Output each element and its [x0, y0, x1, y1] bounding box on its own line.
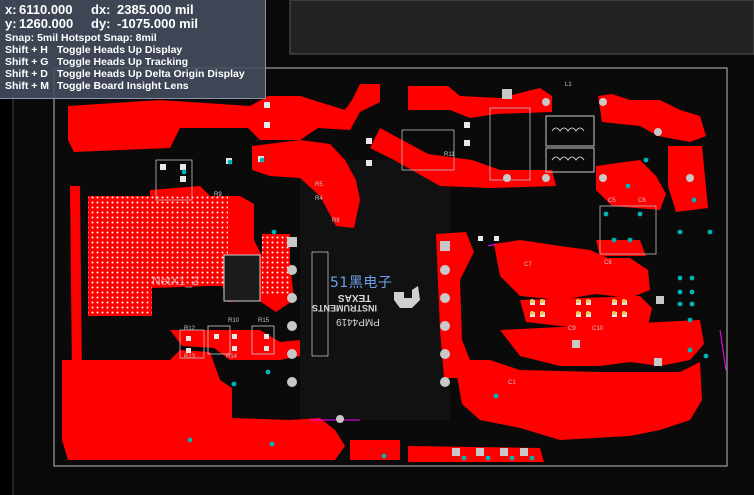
designator: R8: [332, 218, 340, 224]
designator: C5: [608, 198, 616, 204]
designator: L1: [565, 82, 572, 88]
vias: [181, 157, 713, 461]
designator: C7: [524, 262, 532, 268]
copper-pour-bottom-left: [62, 350, 345, 460]
hud-shortcut-row: Shift + M Toggle Board Insight Lens: [5, 80, 265, 92]
trace-left: [70, 186, 82, 378]
copper-pour-top-center: [252, 140, 360, 228]
logo-texas: TEXAS: [338, 292, 372, 303]
hud-shortcut-row: Shift + D Toggle Heads Up Delta Origin D…: [5, 68, 265, 80]
designator: C10: [592, 326, 604, 332]
dy-label: dy:: [91, 16, 111, 31]
copper-pad-top-left: [80, 110, 162, 140]
keepout-lines: [310, 243, 727, 421]
shortcut-key: Shift + D: [5, 68, 48, 80]
copper-pad-top-middle: [408, 86, 552, 118]
ic-u2-outline: [207, 325, 231, 355]
copper-top-layer: [62, 84, 708, 462]
hud-y-row: y: 1260.000 dy: -1075.000 mil: [5, 17, 265, 31]
test-point-pads: [530, 299, 626, 315]
designator: R11: [444, 152, 455, 158]
shortcut-key: Shift + M: [5, 80, 50, 92]
hud-snap-text: Snap: 5mil Hotspot Snap: 8mil: [5, 32, 157, 44]
logo-instruments: INSTRUMENTS: [312, 303, 377, 313]
designator: R4: [315, 196, 323, 202]
designator: C1: [508, 380, 516, 386]
designator: R5: [315, 182, 323, 188]
designator: C8: [604, 260, 612, 266]
thermal-via-array-2: [150, 196, 228, 286]
dy-value: -1075.000 mil: [117, 16, 198, 31]
heads-up-display: x: 6110.000 dx: 2385.000 mil y: 1260.000…: [0, 0, 266, 99]
y-value: 1260.000: [19, 16, 74, 31]
copper-pad-bottom-right: [560, 376, 660, 420]
shortcut-key: Shift + G: [5, 56, 49, 68]
designator: C6: [638, 198, 646, 204]
shortcut-desc: Toggle Board Insight Lens: [57, 80, 189, 92]
trace-top-middle: [370, 128, 556, 188]
net-label: NetX1_2: [152, 274, 199, 288]
designator: R9: [214, 192, 222, 198]
x-value: 6110.000: [19, 2, 73, 17]
copper-pad-bottom: [350, 440, 400, 460]
copper-pour-right-top: [494, 240, 650, 300]
thermal-via-array: [88, 196, 152, 316]
shortcut-desc: Toggle Heads Up Display: [57, 44, 183, 56]
ic-u3-outline: [251, 325, 275, 355]
y-label: y:: [5, 16, 17, 31]
ti-logo-icon: [394, 286, 420, 308]
inductor-l1-symbol: [545, 115, 595, 173]
dx-value: 2385.000 mil: [117, 2, 194, 17]
copper-pad-top-right: [598, 94, 706, 142]
designator: C9: [568, 326, 576, 332]
designator: R15: [258, 318, 270, 324]
designator: R13: [184, 354, 196, 360]
shortcut-desc: Toggle Heads Up Delta Origin Display: [57, 68, 245, 80]
thermal-via-array-3: [262, 234, 290, 294]
designator: R10: [228, 318, 240, 324]
hud-x-row: x: 6110.000 dx: 2385.000 mil: [5, 3, 265, 17]
dx-label: dx:: [91, 2, 111, 17]
copper-pad-right-3: [596, 240, 646, 256]
shortcut-key: Shift + H: [5, 44, 48, 56]
designator: R14: [226, 354, 238, 360]
hud-shortcut-row: Shift + G Toggle Heads Up Tracking: [5, 56, 265, 68]
designator: R12: [184, 326, 196, 332]
copper-pad-right-1: [596, 160, 666, 210]
copper-pour-right-lower: [500, 320, 704, 366]
component-pads: [287, 89, 694, 456]
ic-u1-outline: [223, 254, 261, 302]
shortcut-desc: Toggle Heads Up Tracking: [57, 56, 189, 68]
hud-shortcut-row: Shift + H Toggle Heads Up Display: [5, 44, 265, 56]
board-edge-strip: [289, 0, 754, 55]
part-number: PMP4419: [336, 316, 380, 327]
x-label: x:: [5, 2, 17, 17]
board-outline: [53, 67, 728, 467]
watermark-text: 51黑电子: [330, 275, 393, 291]
